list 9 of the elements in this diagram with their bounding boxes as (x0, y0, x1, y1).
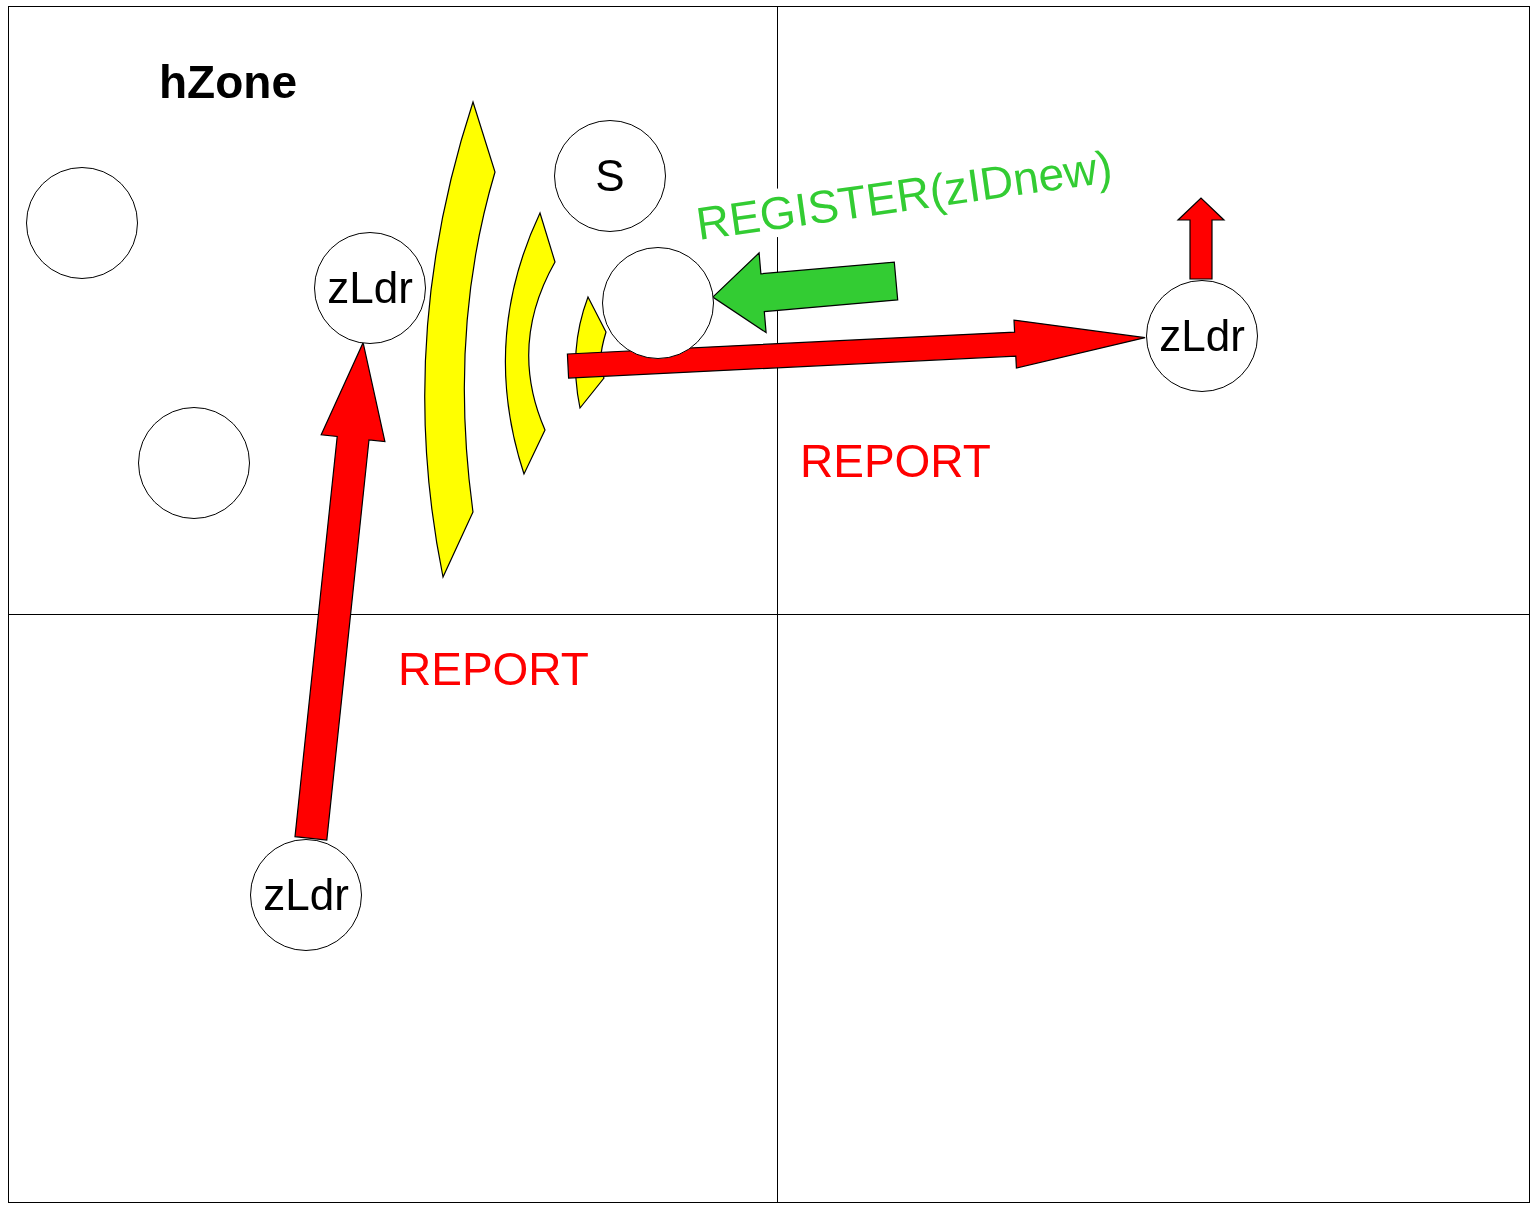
node-circle: zLdr (314, 232, 426, 344)
zone-area (777, 614, 1530, 1203)
arrow (566, 319, 1146, 379)
arrow (1176, 197, 1226, 280)
node-circle: S (554, 120, 666, 232)
zone-title: hZone (159, 55, 297, 109)
node-circle: zLdr (1146, 280, 1258, 392)
arrow (711, 251, 899, 334)
node-circle: zLdr (250, 839, 362, 951)
